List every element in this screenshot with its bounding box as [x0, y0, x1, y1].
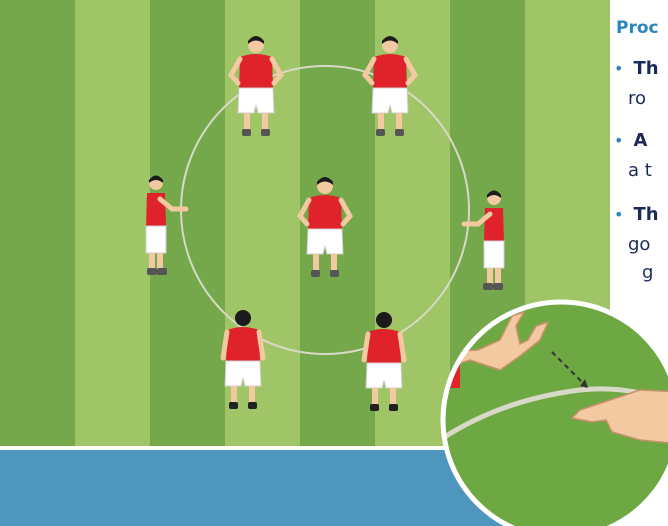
bullet-dot: • [614, 59, 623, 78]
bullet-3-line-3: g [642, 262, 653, 283]
bullet-dot: • [614, 205, 623, 224]
bullet-3-text: Th [633, 204, 658, 225]
procedure-panel: Proc •Th ro •A a t •Th go g [614, 0, 668, 526]
bullet-1: • Th [614, 58, 659, 79]
bullet-2-text: A [633, 130, 647, 151]
bullet-3: • Th [614, 204, 659, 225]
bullet-2: •A [614, 130, 647, 151]
bullet-dot: • [614, 131, 623, 150]
bullet-2-line-2: a t [628, 160, 652, 181]
bullet-3-line-2: go [628, 234, 650, 255]
panel-heading: Proc [616, 18, 659, 38]
bullet-1-text: Th [633, 58, 658, 79]
bullet-1-line-2: ro [628, 88, 646, 109]
